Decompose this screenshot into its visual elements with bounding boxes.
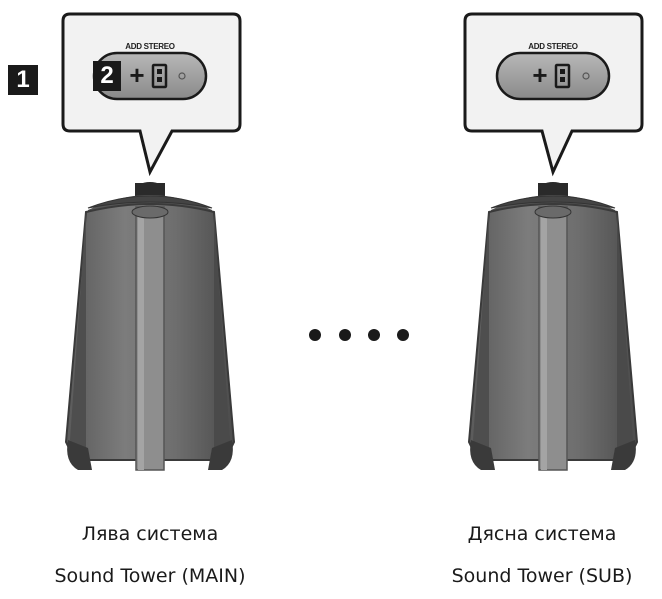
speaker-plus-icon xyxy=(151,63,168,89)
left-speaker xyxy=(64,182,236,471)
left-button-label: ADD STEREO xyxy=(125,42,175,51)
ellipsis-dots-icon xyxy=(309,329,409,341)
right-button-label: ADD STEREO xyxy=(528,42,578,51)
illustration xyxy=(61,12,644,471)
right-caption-line1: Дясна система xyxy=(467,523,617,545)
step-badge-1: 1 xyxy=(8,65,38,95)
speaker-plus-icon xyxy=(554,63,571,89)
right-add-stereo-button[interactable] xyxy=(495,51,611,101)
right-caption-line2: Sound Tower (SUB) xyxy=(451,565,633,587)
right-plus-symbol: + xyxy=(532,60,548,90)
led-dot-icon xyxy=(178,72,186,80)
led-dot-icon xyxy=(582,72,590,80)
left-caption-line2: Sound Tower (MAIN) xyxy=(54,565,246,587)
right-callout xyxy=(463,12,644,177)
left-plus-symbol: + xyxy=(129,60,145,90)
right-speaker xyxy=(467,182,639,471)
left-caption-line1: Лява система xyxy=(81,523,219,545)
left-callout xyxy=(61,12,242,177)
step-badge-2: 2 xyxy=(93,61,121,91)
